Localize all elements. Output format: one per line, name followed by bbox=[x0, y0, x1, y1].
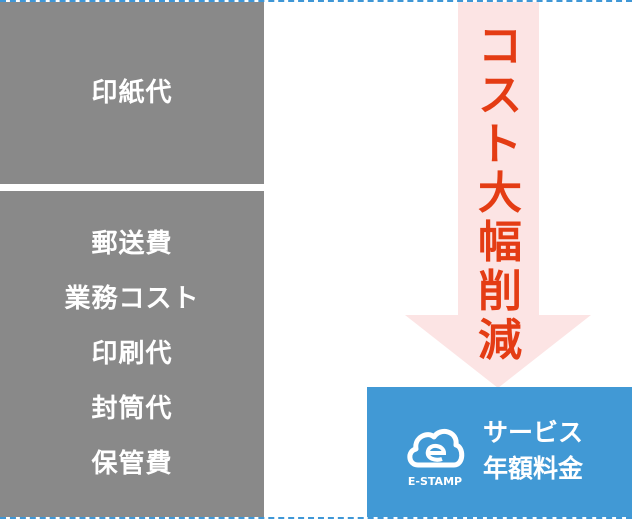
service-fee-box: E-STAMP サービス 年額料金 bbox=[367, 387, 632, 517]
stamp-duty-box: 印紙代 bbox=[0, 2, 264, 184]
bottom-dashed-line bbox=[0, 517, 632, 519]
cost-item: 業務コスト bbox=[64, 283, 200, 314]
other-costs-box: 郵送費 業務コスト 印刷代 封筒代 保管費 bbox=[0, 191, 264, 517]
service-label: サービス bbox=[483, 418, 584, 447]
cost-item: 封筒代 bbox=[91, 393, 173, 424]
annual-fee-label: 年額料金 bbox=[483, 454, 584, 483]
cost-reduction-label: コスト大幅削 減 bbox=[478, 21, 522, 366]
cost-item: 印紙代 bbox=[91, 77, 173, 108]
cost-item: 保管費 bbox=[91, 448, 173, 479]
cloud-icon bbox=[407, 428, 465, 468]
logo-text: E-STAMP bbox=[407, 475, 463, 488]
cost-item: 郵送費 bbox=[91, 228, 173, 259]
estamp-logo: E-STAMP bbox=[403, 423, 467, 488]
top-dashed-line bbox=[0, 0, 632, 2]
cost-item: 印刷代 bbox=[91, 338, 173, 369]
